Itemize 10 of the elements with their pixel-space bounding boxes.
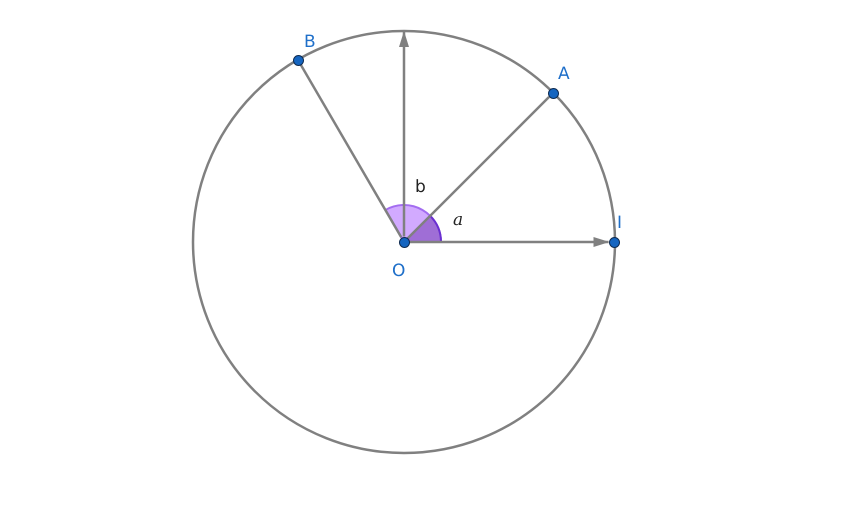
angle-label: a: [453, 211, 464, 229]
point-label: A: [558, 65, 570, 83]
arrow: [399, 31, 409, 236]
arrow: [410, 237, 610, 247]
angle-label: b: [415, 178, 426, 196]
line-segment: [407, 96, 550, 239]
point-label: I: [617, 214, 622, 232]
line-segment: [300, 64, 402, 238]
point-label: B: [304, 33, 316, 51]
point-label: O: [392, 262, 406, 280]
